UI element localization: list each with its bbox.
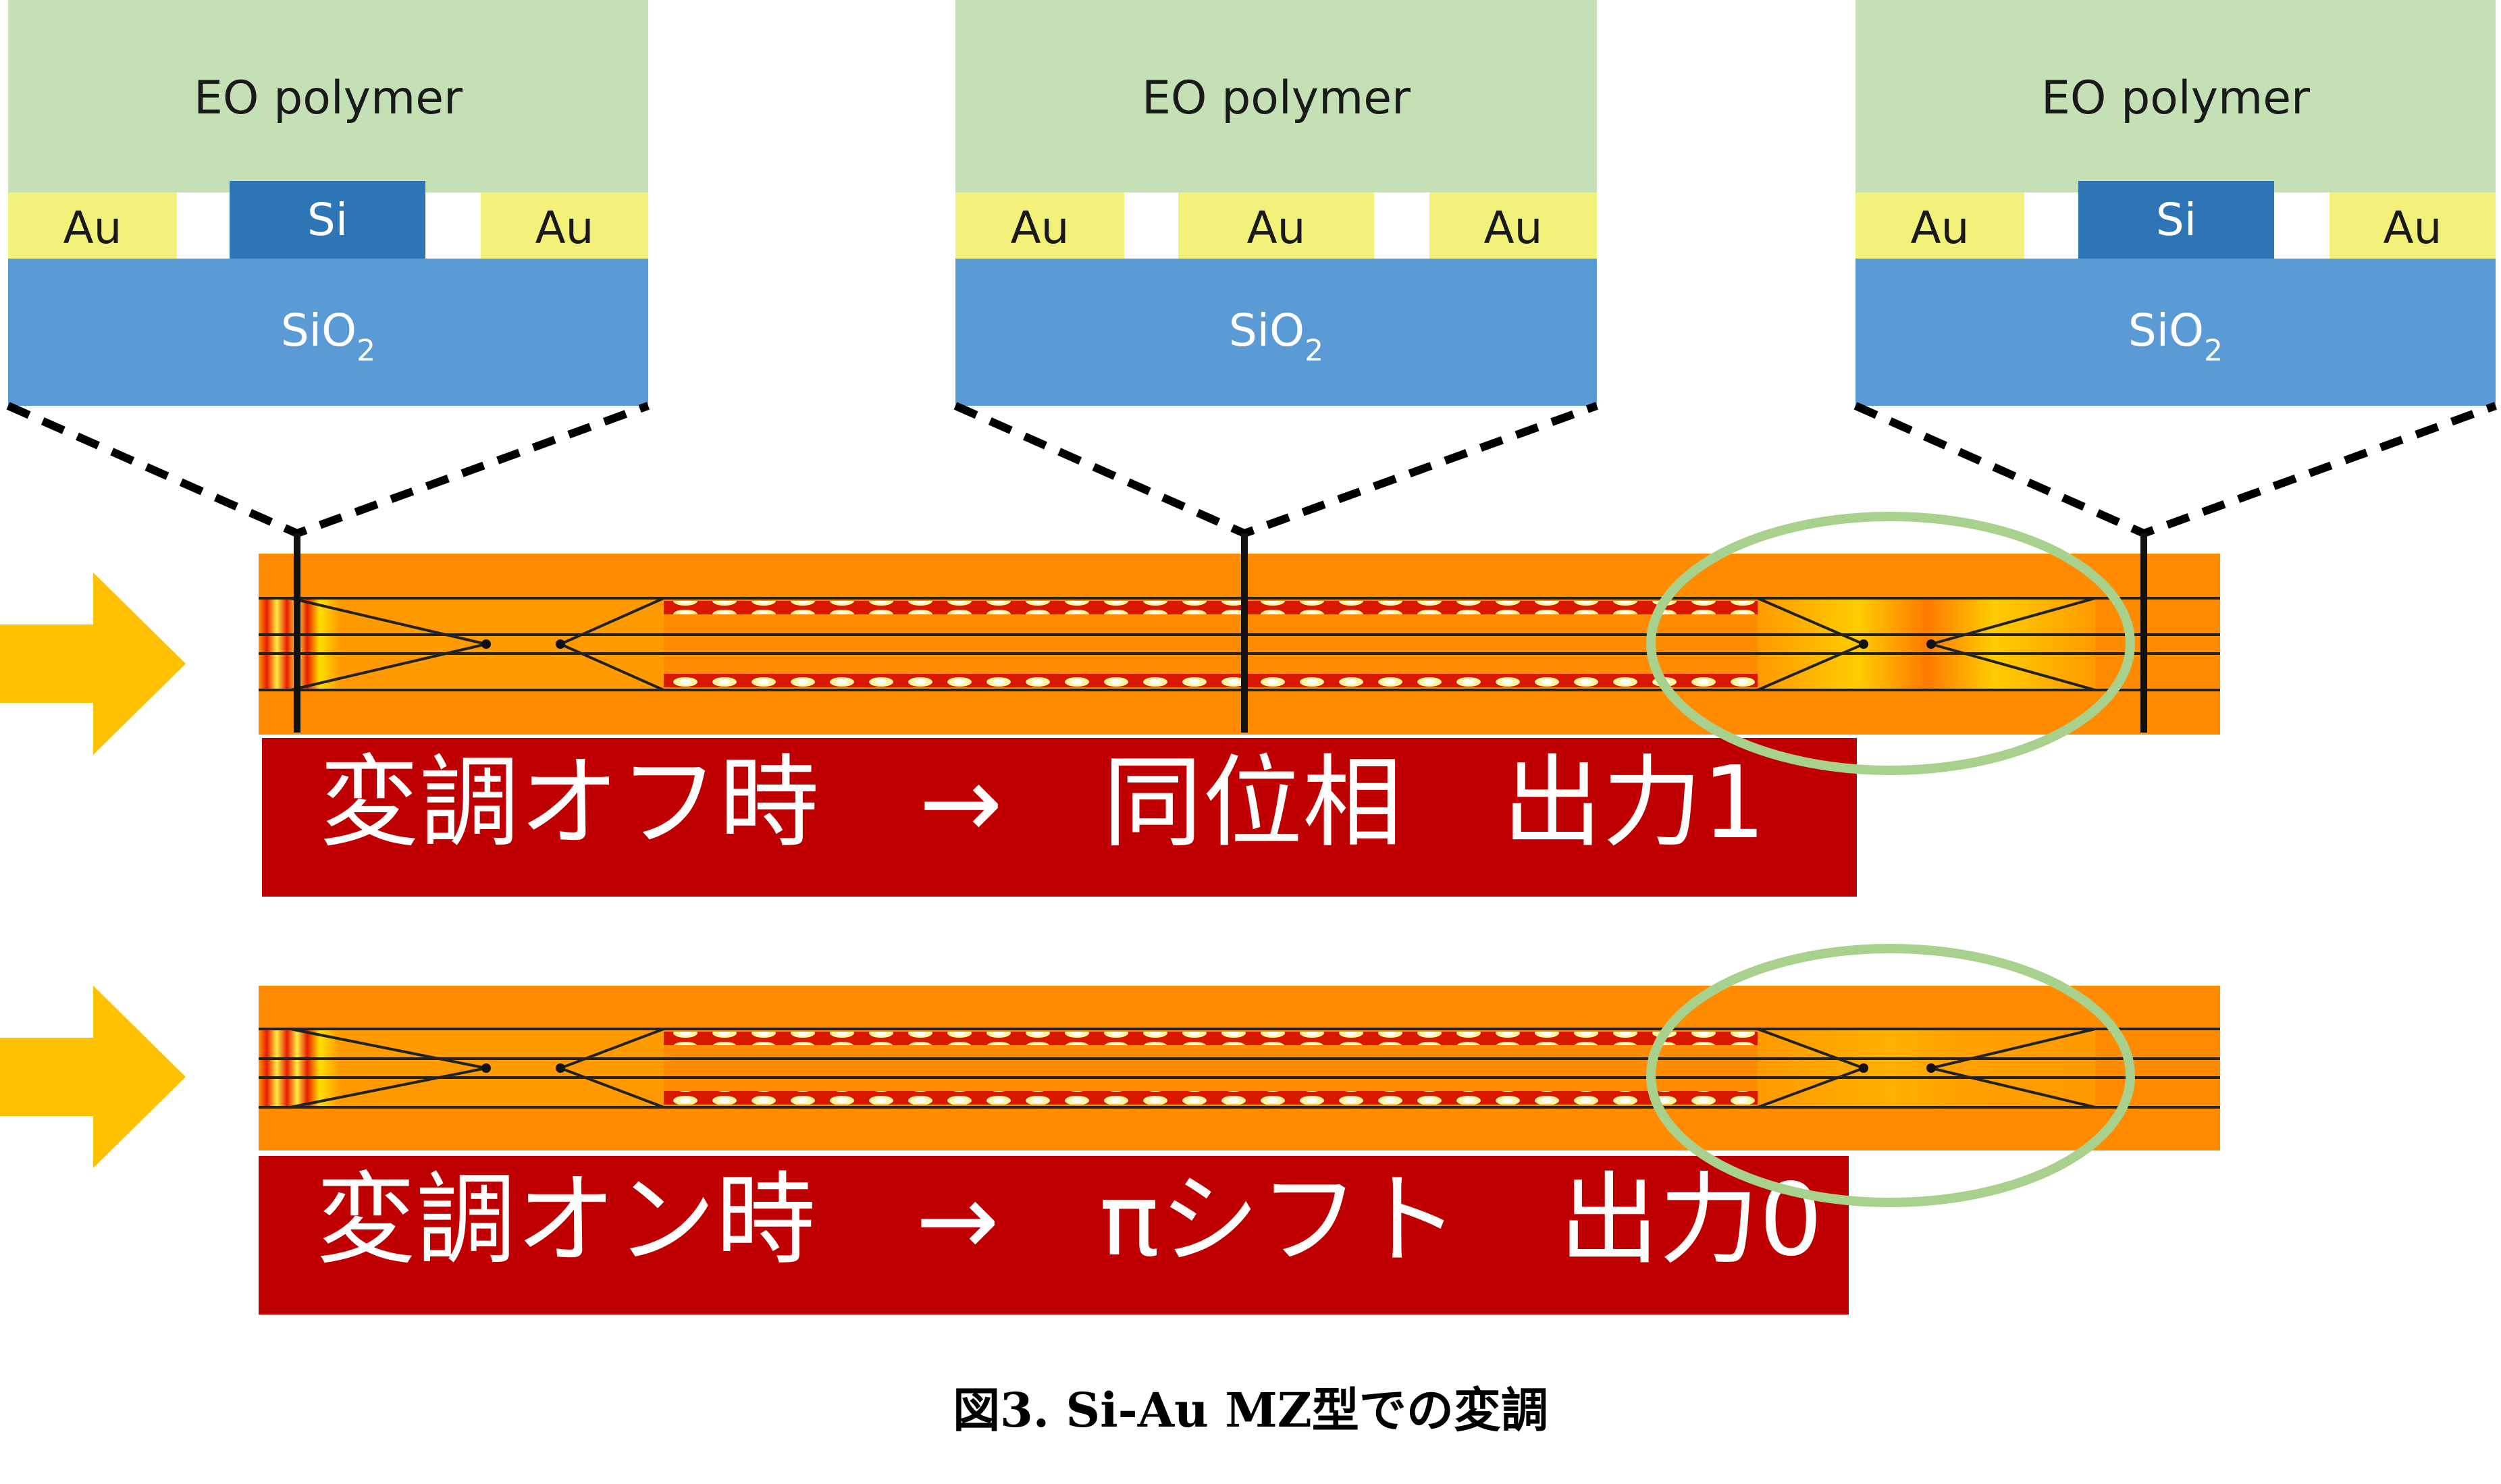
- gold-electrode: [1429, 192, 1597, 259]
- taper-node-1: [481, 1063, 491, 1073]
- eo-polymer-layer: [955, 0, 1597, 192]
- zoom-line-1: [6, 402, 650, 538]
- gold-electrode: [8, 192, 177, 259]
- upper-arm-field: [664, 1032, 1758, 1045]
- sio2-subscript: 2: [1305, 334, 1323, 368]
- zoom-line-2: [953, 402, 1599, 538]
- waveguide-panel-2: [259, 986, 2220, 1150]
- sio2-main-text: SiO: [1229, 304, 1305, 356]
- eo-polymer-layer: [8, 0, 648, 192]
- state-banner-1: 変調オフ時 → 同位相 出力1: [262, 738, 1857, 897]
- banner-label: 変調オン時 → πシフト 出力0: [316, 1162, 1822, 1278]
- gold-label: Au: [2384, 202, 2442, 254]
- gold-electrode: [2329, 192, 2496, 259]
- output-highlight-ellipse-1: [1646, 512, 2135, 775]
- taper-node-3: [1859, 639, 1868, 649]
- input-mmi-field: [259, 598, 664, 690]
- taper-node-4: [1926, 639, 1936, 649]
- sio2-substrate: [8, 259, 648, 406]
- gold-label: Au: [63, 202, 122, 254]
- eo-polymer-layer: [1855, 0, 2496, 192]
- sio2-label: SiO2: [1229, 304, 1323, 368]
- taper-node-2: [556, 639, 565, 649]
- gold-electrode: [481, 192, 648, 259]
- banner-label: 変調オフ時 → 同位相 出力1: [319, 745, 1766, 861]
- sio2-label: SiO2: [2128, 304, 2223, 368]
- silicon-label: Si: [2156, 194, 2196, 246]
- zoom-lines: [6, 402, 2498, 538]
- sio2-subscript: 2: [2204, 334, 2223, 368]
- taper-node-2: [556, 1063, 565, 1073]
- eo-polymer-label: EO polymer: [1142, 72, 1411, 125]
- waveguide-panel-1: [259, 554, 2220, 735]
- sio2-substrate: [1855, 259, 2496, 406]
- sio2-main-text: SiO: [281, 304, 357, 356]
- upper-arm-field: [664, 601, 1758, 614]
- gold-label: Au: [535, 202, 594, 254]
- input-arrow-1: [0, 573, 186, 755]
- zoom-line-3: [1853, 402, 2498, 538]
- input-mmi-field: [259, 1029, 664, 1107]
- gold-label: Au: [1911, 202, 1970, 254]
- taper-node-3: [1859, 1063, 1868, 1073]
- section-markers: [294, 533, 2147, 733]
- eo-polymer-label: EO polymer: [2041, 72, 2310, 125]
- gold-electrode: [955, 192, 1124, 259]
- state-banner-2: 変調オン時 → πシフト 出力0: [259, 1156, 1849, 1315]
- gold-electrode: [1855, 192, 2024, 259]
- gold-electrode: [1178, 192, 1374, 259]
- highlight-ellipses: [1646, 512, 2135, 1207]
- sio2-label: SiO2: [281, 304, 375, 368]
- banner-background: [259, 1156, 1849, 1315]
- input-arrows: [0, 573, 186, 1168]
- output-highlight-ellipse-2: [1646, 944, 2135, 1207]
- silicon-label: Si: [307, 194, 348, 246]
- sio2-subscript: 2: [357, 334, 375, 368]
- banner-background: [262, 738, 1857, 897]
- gold-label: Au: [1484, 202, 1543, 254]
- figure-caption: 図3. Si-Au MZ型での変調: [953, 1382, 1548, 1438]
- sio2-main-text: SiO: [2128, 304, 2204, 356]
- sio2-substrate: [955, 259, 1597, 406]
- input-arrow-2: [0, 986, 186, 1168]
- lower-arm-field: [664, 1091, 1758, 1105]
- taper-node-1: [481, 639, 491, 649]
- waveguide-panels: [259, 554, 2220, 1150]
- silicon-core: [2078, 181, 2274, 259]
- state-banners: 変調オフ時 → 同位相 出力1 変調オン時 → πシフト 出力0: [259, 738, 1857, 1315]
- gold-label: Au: [1011, 202, 1070, 254]
- lower-arm-field: [664, 674, 1758, 687]
- taper-node-4: [1926, 1063, 1936, 1073]
- silicon-core: [230, 181, 425, 259]
- gold-label: Au: [1247, 202, 1306, 254]
- eo-polymer-label: EO polymer: [194, 72, 463, 125]
